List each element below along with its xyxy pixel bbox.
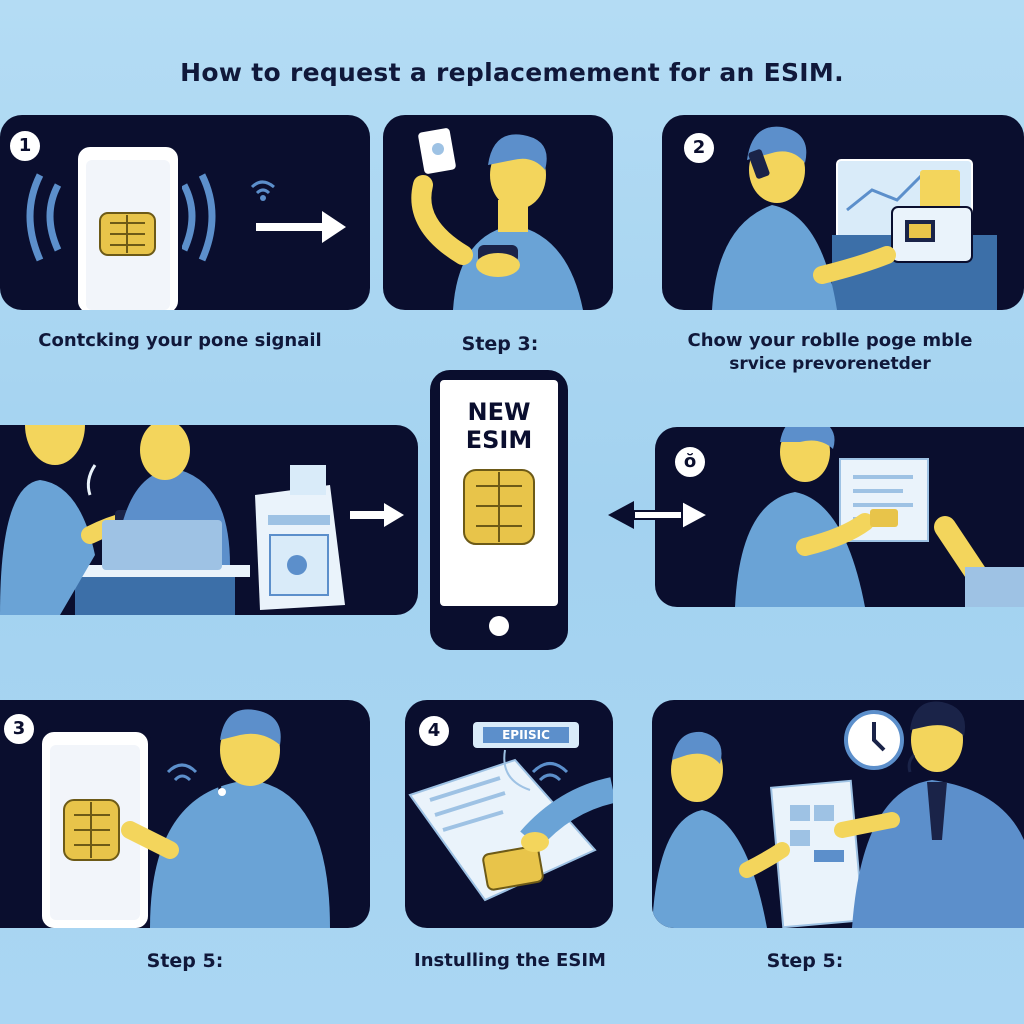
panel-check-signal: 1 — [0, 115, 370, 310]
step-number-badge: 2 — [682, 131, 716, 165]
phone-illustration — [430, 370, 568, 650]
man-calling-illustration — [712, 126, 997, 310]
caption-contact-provider-2: srvice prevorenetder — [729, 354, 931, 374]
esim-label: ESIM — [465, 426, 533, 454]
panel-agent-handoff — [652, 700, 1024, 928]
caption-contact-provider-1: Chow your roblle poge mble — [687, 330, 973, 351]
panel-receive-sim: ŏ — [655, 427, 1024, 607]
caption-step: Step 5: — [766, 950, 844, 972]
caption-step: Step 3: — [461, 333, 539, 355]
step-number-badge: 4 — [417, 714, 451, 748]
install-chip-illustration — [38, 709, 330, 928]
panel-installing-esim: EPIISIC 4 — [405, 700, 613, 928]
caption-check-signal: Contcking your pone signail — [38, 330, 322, 351]
step-number-badge: ŏ — [673, 445, 707, 479]
panel-hold-card — [383, 115, 613, 310]
phone-signal-illustration — [26, 143, 346, 310]
panel-store-visit — [0, 425, 418, 615]
caption-installing-esim: Instulling the ESIM — [414, 950, 606, 971]
panel-call-provider: 2 — [662, 115, 1024, 310]
status-label: EPIISIC — [483, 727, 569, 743]
double-arrow-icon — [608, 499, 711, 531]
step-number-badge: 3 — [2, 712, 36, 746]
man-holding-card-illustration — [411, 128, 583, 310]
store-visit-illustration — [0, 425, 404, 615]
new-esim-phone: NEW ESIM — [428, 368, 570, 652]
new-label: NEW — [467, 398, 531, 426]
agent-handoff-illustration — [652, 701, 1024, 928]
caption-step: Step 5: — [146, 950, 224, 972]
receive-sim-illustration — [735, 427, 1024, 607]
panel-install-chip: 3 — [0, 700, 370, 928]
page-title: How to request a replacemement for an ES… — [180, 58, 844, 87]
step-number-badge: 1 — [8, 129, 42, 163]
